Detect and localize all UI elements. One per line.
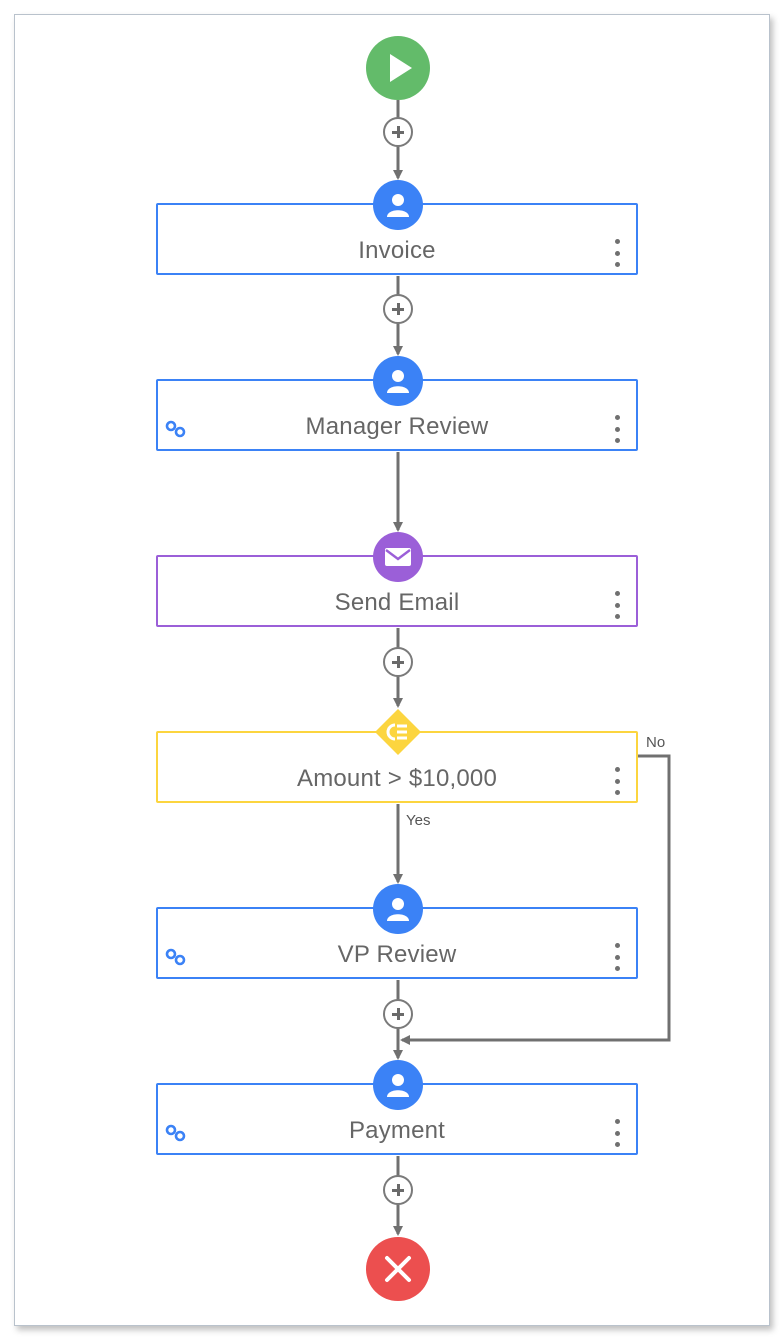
start-node[interactable] [366,36,430,100]
kebab-menu-icon[interactable] [612,239,622,267]
kebab-menu-icon[interactable] [612,591,622,619]
envelope-icon [373,532,423,582]
add-step-button[interactable] [383,1175,413,1205]
user-icon [373,1060,423,1110]
node-label: Send Email [334,589,460,616]
play-icon [390,54,412,82]
kebab-menu-icon[interactable] [612,943,622,971]
link-icon[interactable] [164,947,188,967]
branch-label-no: No [646,734,666,751]
end-node[interactable] [366,1237,430,1301]
link-icon[interactable] [164,419,188,439]
node-label: Invoice [358,237,436,264]
user-icon [373,884,423,934]
node-label: VP Review [337,941,457,968]
kebab-menu-icon[interactable] [612,1119,622,1147]
add-step-button[interactable] [383,999,413,1029]
user-icon [373,356,423,406]
node-label: Manager Review [305,413,489,440]
add-step-button[interactable] [383,294,413,324]
node-label: Payment [348,1117,446,1144]
add-step-button[interactable] [383,647,413,677]
node-label: Amount > $10,000 [296,765,498,792]
kebab-menu-icon[interactable] [612,415,622,443]
user-icon [373,180,423,230]
kebab-menu-icon[interactable] [612,767,622,795]
condition-icon [375,709,421,755]
add-step-button[interactable] [383,117,413,147]
link-icon[interactable] [164,1123,188,1143]
branch-label-yes: Yes [406,812,431,829]
close-icon [385,1256,411,1282]
